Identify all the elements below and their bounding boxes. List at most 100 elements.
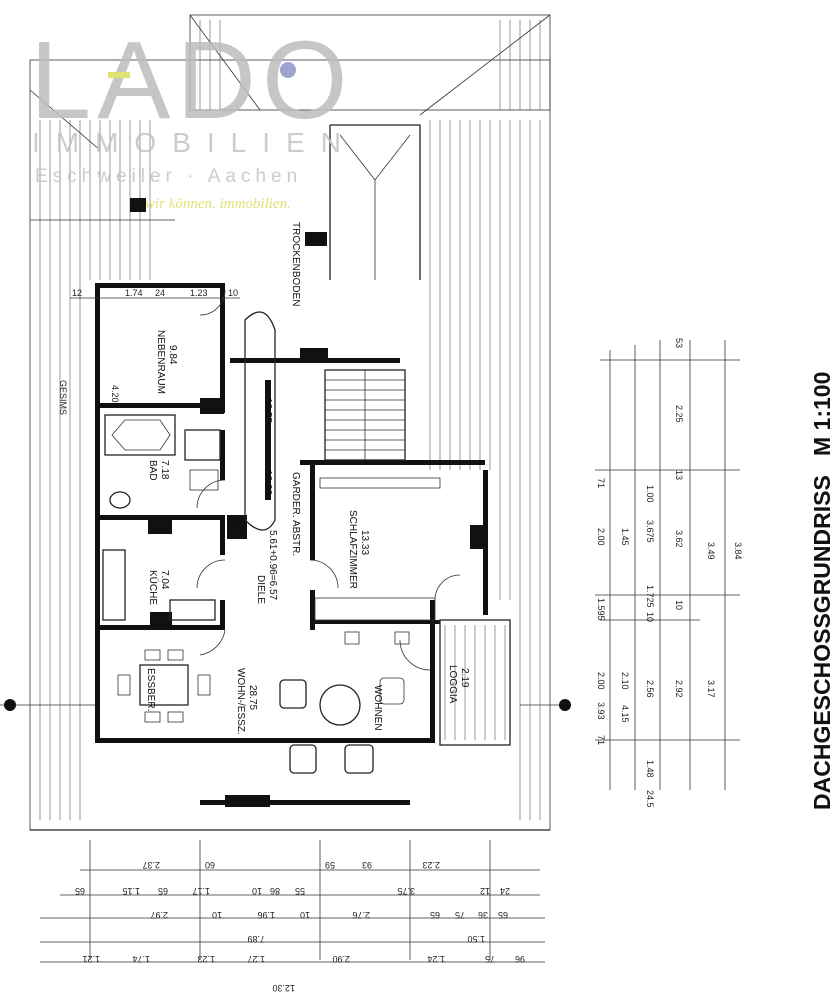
dim-tl-2: 1.74 (125, 288, 143, 298)
dim-b5-0: 1.21 (82, 954, 100, 964)
dim-tl-1: 12 (72, 288, 82, 298)
door-swings (196, 289, 461, 671)
dim-r4-3: 2.92 (674, 680, 684, 698)
nebenraum-width: 4.20 (110, 385, 120, 403)
dims-bottom: 2.37 60 59 93 2.23 65 1.15 65 1.17 86 10… (40, 840, 545, 993)
dim-b5-1: 1.74 (132, 954, 150, 964)
dim-r1-3: 3.93 (596, 702, 606, 720)
dim-b1-1: 60 (205, 860, 215, 870)
walls (95, 283, 488, 807)
dim-r1-0: 2.00 (596, 528, 606, 546)
fixtures (102, 414, 511, 774)
room-kueche: KÜCHE (147, 570, 159, 605)
dims-top-left: 12 1.74 24 1.23 10 (70, 288, 240, 299)
dim-b2-1: 1.15 (122, 886, 140, 896)
dim-tl-3: 24 (155, 288, 165, 298)
section-markers (0, 699, 571, 711)
dim-b2-6: 55 (295, 886, 305, 896)
dim-b1-2: 59 (325, 860, 335, 870)
dim-b5-2: 1.23 (197, 954, 215, 964)
dim-tl-4: 1.23 (190, 288, 208, 298)
room-abstr: ABSTR. (290, 520, 301, 556)
room-diele: DIELE (255, 575, 266, 604)
dim-b3-2: 1.96 (257, 910, 275, 920)
dim-b1-4: 2.23 (422, 860, 440, 870)
dim-b5-4: 2.90 (332, 954, 350, 964)
dim-b3-7: 36 (478, 910, 488, 920)
watermark-cities: Eschweiler · Aachen (35, 166, 302, 187)
dim-r5-0: 3.49 (706, 542, 716, 560)
dim-b1-0: 2.37 (142, 860, 160, 870)
dim-b2-3: 1.17 (192, 886, 210, 896)
dim-b3-8: 65 (498, 910, 508, 920)
dim-b2-7: 3.75 (397, 886, 415, 896)
room-nebenraum-area: 9.84 (167, 345, 178, 365)
dim-tl-5: 10 (228, 288, 238, 298)
label-gesims: GESIMS (58, 380, 68, 415)
dim-b3-0: 2.97 (150, 910, 168, 920)
room-bad: BAD (147, 460, 158, 481)
room-trockenboden: TROCKENBODEN (290, 222, 301, 306)
drawing-title: DACHGESCHOSSGRUNDRISS M 1:100 (809, 372, 835, 810)
dim-b2-0: 65 (75, 886, 85, 896)
dim-r4-2: 10 (674, 600, 684, 610)
lado-watermark: LADO IMMOBILIEN Eschweiler · Aachen wir … (30, 19, 357, 212)
dim-r5-3: 53 (674, 338, 684, 348)
dim-r2-0: 1.45 (620, 528, 630, 546)
room-diele-area: 5.61+0.96=6.57 (267, 530, 278, 601)
room-abstr-area: 0.34 (235, 518, 246, 538)
dim-b-total: 12.30 (272, 983, 295, 993)
watermark-immobilien: IMMOBILIEN (32, 127, 357, 158)
room-garder: GARDER. (290, 472, 301, 518)
staircase (244, 311, 406, 531)
dim-r5-2: 3.17 (706, 680, 716, 698)
dim-b2-9: 24 (500, 886, 510, 896)
dim-r2-1: 2.10 (620, 672, 630, 690)
dim-r1-1: 1.595 (596, 598, 606, 621)
dim-b3-4: 2.76 (352, 910, 370, 920)
room-loggia-area: 2.19 (459, 668, 470, 688)
dim-b3-1: 10 (212, 910, 222, 920)
room-bad-area: 7.18 (159, 460, 170, 480)
dim-b5-6: 75 (485, 954, 495, 964)
watermark-dot (280, 62, 296, 78)
dim-r2-2: 4.15 (620, 705, 630, 723)
dim-r4-4: 13 (674, 470, 684, 480)
dim-r4-0: 2.25 (674, 405, 684, 423)
room-nebenraum: NEBENRAUM (155, 330, 166, 394)
dims-right: 2.00 1.595 2.00 3.93 71 71 1.45 2.10 4.1… (595, 338, 743, 808)
room-labels: TROCKENBODEN NEBENRAUM 9.84 BAD 7.18 KÜC… (58, 222, 470, 735)
dim-r5-1: 3.84 (733, 542, 743, 560)
dim-b4-1: 1.50 (467, 934, 485, 944)
room-essber: ESSBER. (145, 668, 156, 711)
dim-b5-7: 96 (515, 954, 525, 964)
room-wohnen: WOHNEN (372, 685, 383, 731)
watermark-logo: LADO (30, 19, 354, 142)
watermark-accent-bar (108, 72, 130, 78)
dim-b5-3: 1.27 (247, 954, 265, 964)
dim-b3-3: 10 (300, 910, 310, 920)
dim-b2-8: 12 (480, 886, 490, 896)
dim-r1-2: 2.00 (596, 672, 606, 690)
room-kueche-area: 7.04 (159, 570, 170, 590)
dim-b3-6: 75 (455, 910, 465, 920)
dim-b2-5: 10 (252, 886, 262, 896)
room-loggia: LOGGIA (447, 665, 458, 704)
dim-r3-5: 1.48 (645, 760, 655, 778)
dim-r3-3: 10 (645, 612, 655, 622)
watermark-slogan: wir können. immobilien. (145, 196, 291, 212)
dim-b3-5: 65 (430, 910, 440, 920)
dim-r4-1: 3.62 (674, 530, 684, 548)
dim-r3-6: 24.5 (645, 790, 655, 808)
dim-r1-4: 71 (596, 478, 606, 488)
dim-r3-2: 1.725 (645, 585, 655, 608)
room-wohn-area: 28.75 (247, 685, 258, 710)
dim-b1-3: 93 (362, 860, 372, 870)
room-wohn-essz: WOHN-/ESSZ. (235, 668, 246, 735)
dim-b2-2: 65 (158, 886, 168, 896)
room-schlafzimmer: SCHLAFZIMMER (347, 510, 358, 589)
stair-dim-2: 10.60 (262, 470, 273, 495)
roof-outline (29, 14, 551, 831)
dim-r3-0: 1.00 (645, 485, 655, 503)
